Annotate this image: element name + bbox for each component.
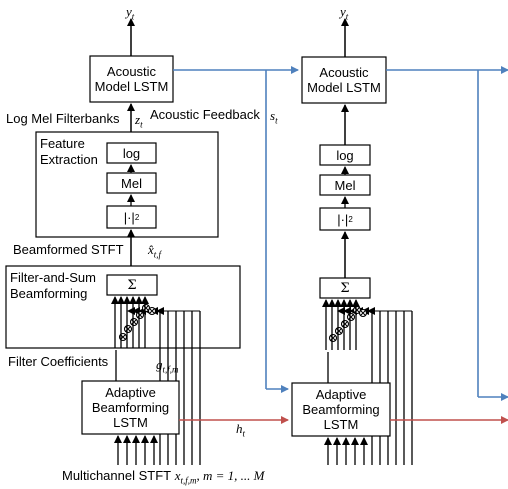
z-label: zt [135,112,143,130]
mel-label-right: Mel [334,177,356,193]
right-multiplier-0-cross [330,335,336,341]
right-multiplier-5-cross [360,310,366,316]
g-label: gt,f,m [156,357,179,375]
log-label-left: log [122,145,141,161]
adaptive-beamforming-box-right [291,382,391,437]
abs-label-left: |·|2 [123,209,140,225]
beamformed-stft-label: Beamformed STFT [13,242,124,257]
log-label-right: log [336,147,354,163]
right-multiplier-4-cross [354,307,360,313]
abs-label-right: |·|2 [337,211,353,227]
log-mel-label: Log Mel Filterbanks [6,111,120,126]
left-multiplier-1-cross [125,326,131,332]
log-box-right [319,144,371,166]
acoustic-feedback-label: Acoustic Feedback [150,107,260,122]
s-label: st [270,108,278,126]
right-multiplier-1-cross [336,328,342,334]
output-label-left: yt [126,4,135,22]
mel-label-left: Mel [121,175,142,191]
sum-label-left: Σ [127,277,137,293]
sum-box-right [319,277,371,299]
log-box-left [106,142,157,164]
acoustic-model-box-left [89,55,174,103]
h-label: ht [236,421,246,439]
left-multiplier-2-cross [131,319,137,325]
right-multiplier-3-cross [348,314,354,320]
acoustic-model-box-right [301,56,387,104]
left-multiplier-4-cross [143,305,149,311]
multichannel-stft-label: Multichannel STFT xt,f,m, m = 1, ... M [62,468,265,486]
filter-coefficients-label: Filter Coefficients [8,354,109,369]
left-multiplier-3-cross [137,312,143,318]
multichannel-input-lines [111,296,413,465]
left-multiplier-5-cross [149,308,155,314]
sum-label-right: Σ [340,280,350,296]
xhat-label: x̂t,f [148,242,162,260]
right-multiplier-2-cross [342,321,348,327]
adaptive-beamforming-box-left [81,380,180,435]
sum-box-left [106,274,158,296]
output-label-right: yt [340,4,349,22]
acoustic-feedback-lines [173,66,508,401]
